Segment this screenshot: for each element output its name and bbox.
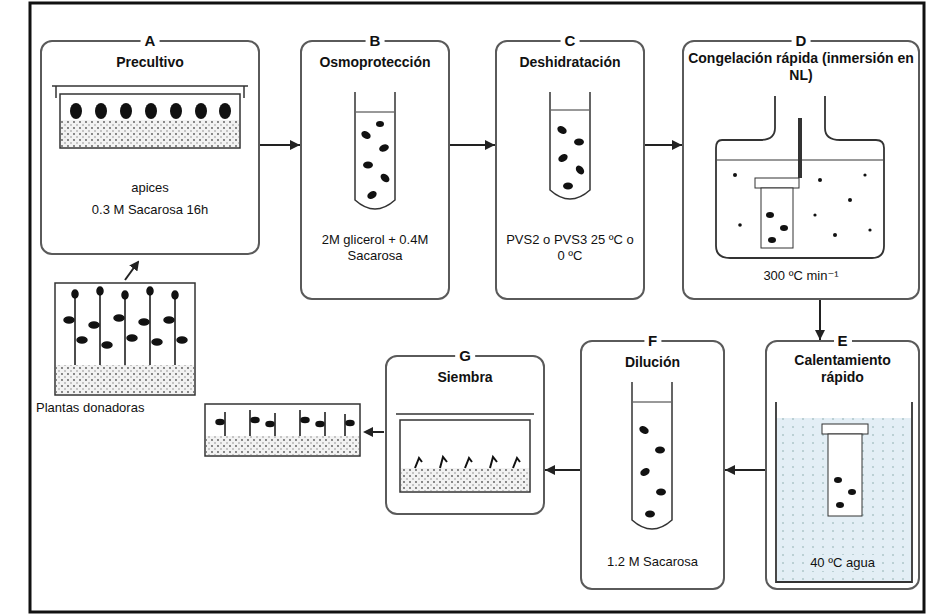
step-letter: F: [644, 332, 661, 350]
flow-arrow: [815, 300, 825, 340]
step-letter: D: [792, 32, 811, 50]
step-detail: 2M glicerol + 0.4M Sacarosa: [306, 232, 444, 264]
step-title: Deshidratación: [501, 54, 639, 71]
step-title: Precultivo: [46, 54, 254, 71]
step-detail: 40 ºC agua: [807, 555, 878, 571]
step-title: Calentamiento rápido: [771, 352, 914, 386]
arrow-head: [485, 140, 495, 150]
flow-arrow: [725, 465, 765, 475]
process-box: CDeshidrataciónPVS2 o PVS3 25 ºC o 0 ºC: [495, 40, 645, 300]
step-detail: 300 ºC min⁻¹: [688, 268, 914, 284]
step-letter: A: [141, 32, 160, 50]
regenerated-plants: [205, 404, 360, 456]
step-letter: G: [455, 347, 475, 365]
process-box: GSiembra: [385, 355, 545, 515]
process-box: DCongelación rápida (inmersión en NL)300…: [682, 40, 920, 300]
plant-label: Plantas donadoras: [34, 400, 146, 416]
arrow-head: [290, 140, 300, 150]
flow-arrow: [125, 262, 138, 280]
step-title: Congelación rápida (inmersión en NL): [688, 50, 914, 84]
step-detail: apices: [46, 180, 254, 196]
test-tube: [632, 382, 672, 529]
flow-arrow: [260, 140, 300, 150]
step-detail: 1.2 M Sacarosa: [586, 554, 719, 570]
flow-arrow: [645, 140, 682, 150]
arrow-head: [672, 140, 682, 150]
step-title: Siembra: [391, 369, 539, 386]
outer-frame: [30, 3, 924, 612]
water-bath: [776, 402, 912, 582]
process-box: APrecultivoapices0.3 M Sacarosa 16h: [40, 40, 260, 255]
step-letter: B: [366, 32, 385, 50]
test-tube: [550, 92, 590, 199]
step-letter: C: [561, 32, 580, 50]
process-box: ECalentamiento rápido40 ºC agua: [765, 340, 920, 590]
step-detail: 0.3 M Sacarosa 16h: [46, 202, 254, 218]
culture-tray: [396, 414, 534, 492]
process-box: FDilución1.2 M Sacarosa: [580, 340, 725, 590]
liquid-nitrogen-dewar: [716, 96, 884, 258]
step-title: Osmoprotección: [306, 54, 444, 71]
test-tube: [355, 92, 395, 209]
arrow-head: [725, 465, 735, 475]
step-letter: E: [833, 332, 851, 350]
flow-arrow: [545, 465, 580, 475]
arrow-head: [545, 465, 555, 475]
flow-arrow: [450, 140, 495, 150]
arrow-head: [815, 330, 825, 340]
donor-plants: [55, 283, 195, 395]
step-title: Dilución: [586, 354, 719, 371]
process-box: BOsmoprotección2M glicerol + 0.4M Sacaro…: [300, 40, 450, 300]
flow-arrow: [365, 431, 384, 433]
step-detail: PVS2 o PVS3 25 ºC o 0 ºC: [501, 232, 639, 264]
culture-tray: [52, 86, 248, 148]
